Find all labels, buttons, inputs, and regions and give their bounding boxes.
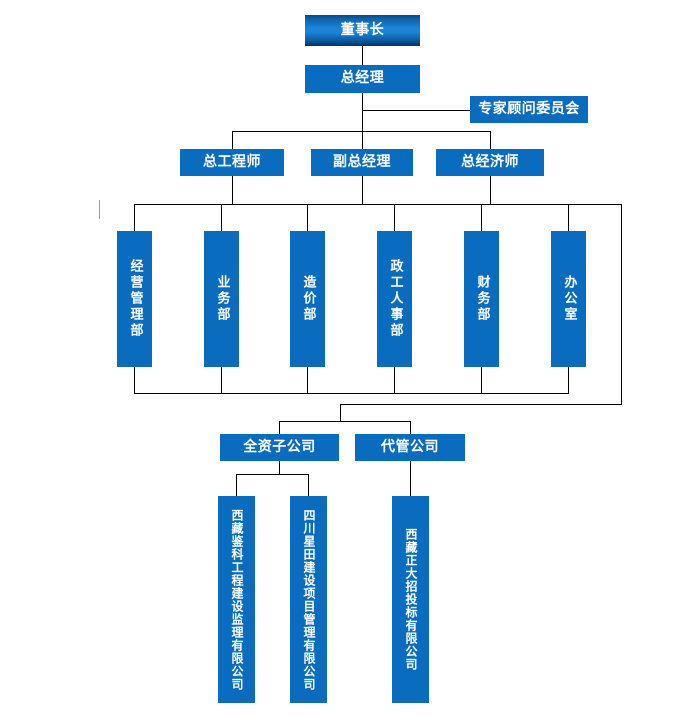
node-chief-economist-label: 总经济师 bbox=[461, 153, 519, 170]
node-department-cost-estimation[interactable]: 造价部 bbox=[290, 231, 325, 367]
node-chairman[interactable]: 董事长 bbox=[305, 15, 420, 46]
node-department-political-work-hr-label: 政工人事部 bbox=[387, 259, 403, 339]
stray-guide-line bbox=[99, 200, 100, 219]
connector-dept-drop-5 bbox=[568, 204, 569, 231]
connector-company-group-bar bbox=[279, 421, 411, 422]
connector-dept-riser-2 bbox=[307, 367, 308, 394]
node-department-cost-estimation-label: 造价部 bbox=[300, 275, 316, 323]
node-department-finance[interactable]: 财务部 bbox=[464, 231, 499, 367]
node-company-xizang-jianke-label: 西藏鉴科工程建设监理有限公司 bbox=[229, 508, 244, 691]
node-company-sichuan-xingtian[interactable]: 四川星田建设项目管理有限公司 bbox=[290, 496, 327, 703]
connector-managed-company-down bbox=[410, 461, 411, 496]
node-advisory-committee[interactable]: 专家顾问委员会 bbox=[470, 96, 588, 123]
node-department-operations-management-label: 经营管理部 bbox=[127, 259, 143, 339]
connector-company-drop-1 bbox=[308, 474, 309, 496]
node-managed-company[interactable]: 代管公司 bbox=[355, 434, 465, 461]
node-deputy-general-manager[interactable]: 副总经理 bbox=[311, 149, 413, 176]
connector-dept-drop-3 bbox=[394, 204, 395, 231]
connector-chief-economist-down bbox=[490, 176, 491, 205]
node-chairman-label: 董事长 bbox=[340, 21, 385, 38]
connector-level3-bar bbox=[232, 131, 491, 132]
connector-dept-drop-2 bbox=[307, 204, 308, 231]
connector-level3-drop-0 bbox=[232, 131, 233, 149]
connector-right-spine bbox=[621, 204, 622, 405]
node-company-sichuan-xingtian-label: 四川星田建设项目管理有限公司 bbox=[301, 508, 316, 691]
connector-chairman-to-gm bbox=[362, 46, 363, 65]
node-company-xizang-zhengda-label: 西藏正大招投标有限公司 bbox=[403, 528, 418, 671]
node-managed-company-label: 代管公司 bbox=[381, 438, 439, 455]
connector-department-bar bbox=[134, 204, 622, 205]
connector-dept-drop-1 bbox=[221, 204, 222, 231]
connector-subsidiary-trunk bbox=[340, 404, 341, 422]
node-chief-economist[interactable]: 总经济师 bbox=[436, 149, 544, 176]
connector-company-group-drop-0 bbox=[279, 421, 280, 434]
connector-dept-riser-0 bbox=[134, 367, 135, 394]
node-department-office[interactable]: 办公室 bbox=[551, 231, 586, 367]
node-wholly-owned-subsidiary-label: 全资子公司 bbox=[243, 438, 316, 455]
connector-dept-riser-1 bbox=[221, 367, 222, 394]
node-department-political-work-hr[interactable]: 政工人事部 bbox=[377, 231, 412, 367]
connector-level3-drop-2 bbox=[490, 131, 491, 149]
connector-dept-riser-3 bbox=[394, 367, 395, 394]
node-chief-engineer-label: 总工程师 bbox=[203, 153, 261, 170]
connector-dept-riser-5 bbox=[568, 367, 569, 394]
connector-department-collect-bar bbox=[134, 393, 569, 394]
connector-wholly-owned-down bbox=[279, 461, 280, 474]
node-wholly-owned-subsidiary[interactable]: 全资子公司 bbox=[220, 434, 339, 461]
node-company-xizang-zhengda[interactable]: 西藏正大招投标有限公司 bbox=[392, 496, 429, 703]
node-deputy-general-manager-label: 副总经理 bbox=[333, 153, 391, 170]
connector-company-drop-0 bbox=[236, 474, 237, 496]
node-department-finance-label: 财务部 bbox=[474, 275, 490, 323]
connector-company-group-drop-1 bbox=[410, 421, 411, 434]
node-advisory-committee-label: 专家顾问委员会 bbox=[478, 100, 580, 117]
node-company-xizang-jianke[interactable]: 西藏鉴科工程建设监理有限公司 bbox=[218, 496, 255, 703]
node-department-operations-management[interactable]: 经营管理部 bbox=[117, 231, 152, 367]
node-chief-engineer[interactable]: 总工程师 bbox=[180, 149, 284, 176]
connector-subsidiary-link-bar bbox=[340, 404, 622, 405]
connector-deputy-gm-down bbox=[362, 176, 363, 205]
node-department-business[interactable]: 业务部 bbox=[204, 231, 239, 367]
node-general-manager-label: 总经理 bbox=[340, 70, 385, 87]
connector-dept-riser-4 bbox=[481, 367, 482, 394]
connector-gm-trunk bbox=[362, 93, 363, 132]
connector-chief-engineer-down bbox=[232, 176, 233, 205]
connector-gm-to-advisory bbox=[362, 110, 470, 111]
connector-wholly-owned-bar bbox=[236, 474, 308, 475]
connector-level3-drop-1 bbox=[362, 131, 363, 149]
node-department-office-label: 办公室 bbox=[561, 275, 577, 323]
connector-dept-drop-4 bbox=[481, 204, 482, 231]
node-general-manager[interactable]: 总经理 bbox=[305, 65, 420, 93]
node-department-business-label: 业务部 bbox=[214, 275, 230, 323]
